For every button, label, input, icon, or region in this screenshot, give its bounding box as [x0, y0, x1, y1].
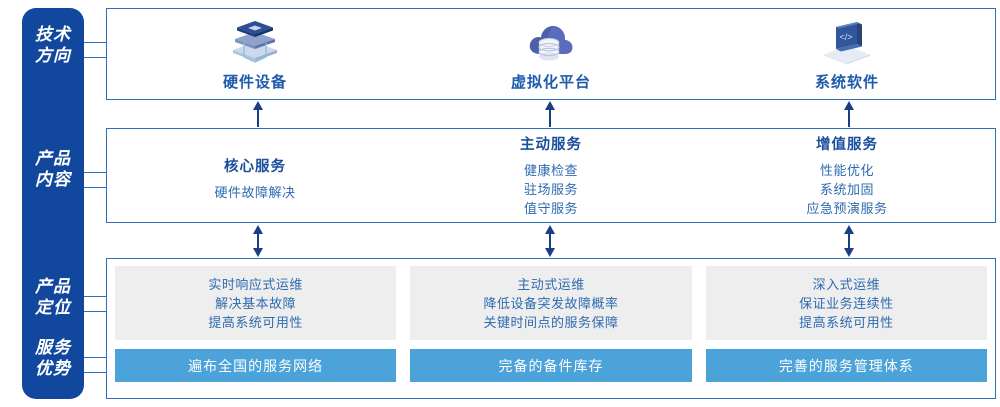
- arrow-up-down-icon: [842, 225, 856, 257]
- positioning-line: 主动式运维: [517, 276, 585, 292]
- product-content-panel: 核心服务 硬件故障解决 主动服务 健康检查 驻场服务 值守服务 增值服务 性能优…: [106, 128, 996, 223]
- positioning-card[interactable]: 实时响应式运维 解决基本故障 提高系统可用性: [115, 266, 397, 340]
- cloud-database-icon: [520, 16, 582, 68]
- content-column-proactive-service[interactable]: 主动服务 健康检查 驻场服务 值守服务: [403, 129, 699, 222]
- connector-line: [84, 187, 107, 188]
- positioning-line: 关键时间点的服务保障: [483, 314, 619, 330]
- category-rail: [22, 8, 84, 399]
- content-item: 硬件故障解决: [214, 185, 296, 200]
- connector-line: [84, 42, 107, 43]
- laptop-code-icon: </>: [816, 16, 878, 68]
- content-title: 主动服务: [520, 137, 582, 153]
- technology-direction-panel: 硬件设备 虚拟: [106, 8, 996, 100]
- positioning-line: 深入式运维: [812, 276, 881, 292]
- content-item: 性能优化: [819, 163, 874, 178]
- advantage-bar[interactable]: 完善的服务管理体系: [705, 349, 987, 382]
- technology-column-virtualization[interactable]: 虚拟化平台: [403, 16, 699, 92]
- content-item: 驻场服务: [523, 182, 578, 197]
- technology-label: 系统软件: [814, 74, 879, 91]
- positioning-card[interactable]: 主动式运维 降低设备突发故障概率 关键时间点的服务保障: [410, 266, 692, 340]
- positioning-card-row: 实时响应式运维 解决基本故障 提高系统可用性 主动式运维 降低设备突发故障概率 …: [115, 266, 987, 340]
- advantage-bar-row: 遍布全国的服务网络 完备的备件库存 完善的服务管理体系: [115, 349, 987, 382]
- arrow-up-down-icon: [251, 225, 265, 257]
- connector-line: [84, 311, 107, 312]
- connector-line: [84, 296, 107, 297]
- connector-line: [84, 57, 107, 58]
- positioning-line: 提高系统可用性: [799, 314, 894, 330]
- positioning-line: 解决基本故障: [215, 295, 297, 311]
- rail-label-product-content: 产品 内容: [35, 149, 71, 189]
- content-item: 应急预演服务: [806, 201, 888, 216]
- product-positioning-panel: 实时响应式运维 解决基本故障 提高系统可用性 主动式运维 降低设备突发故障概率 …: [106, 258, 996, 399]
- positioning-line: 降低设备突发故障概率: [483, 295, 619, 311]
- content-column-value-added-service[interactable]: 增值服务 性能优化 系统加固 应急预演服务: [699, 129, 995, 222]
- arrow-up-icon: [842, 101, 856, 127]
- content-item: 值守服务: [523, 201, 578, 216]
- content-title: 核心服务: [224, 159, 286, 175]
- positioning-line: 实时响应式运维: [208, 276, 303, 292]
- technology-column-hardware[interactable]: 硬件设备: [107, 16, 403, 92]
- positioning-card[interactable]: 深入式运维 保证业务连续性 提高系统可用性: [705, 266, 987, 340]
- advantage-bar[interactable]: 完备的备件库存: [410, 349, 692, 382]
- content-title: 增值服务: [816, 137, 878, 153]
- technology-label: 硬件设备: [222, 74, 287, 91]
- advantage-bar[interactable]: 遍布全国的服务网络: [115, 349, 397, 382]
- svg-text:</>: </>: [839, 32, 852, 42]
- arrow-up-icon: [543, 101, 557, 127]
- content-column-core-service[interactable]: 核心服务 硬件故障解决: [107, 129, 403, 222]
- technology-label: 虚拟化平台: [510, 74, 591, 91]
- content-item: 健康检查: [523, 163, 578, 178]
- positioning-line: 提高系统可用性: [208, 314, 303, 330]
- rail-label-service-advantage: 服务 优势: [35, 338, 71, 378]
- connector-line: [84, 357, 107, 358]
- arrow-up-icon: [251, 101, 265, 127]
- rail-label-product-position: 产品 定位: [35, 277, 71, 317]
- content-item: 系统加固: [819, 182, 874, 197]
- connector-line: [84, 372, 107, 373]
- server-stack-icon: [224, 16, 286, 68]
- rail-label-tech-direction: 技术 方向: [35, 25, 71, 65]
- connector-line: [84, 172, 107, 173]
- positioning-line: 保证业务连续性: [799, 295, 894, 311]
- technology-column-system-software[interactable]: </> 系统软件: [699, 16, 995, 92]
- arrow-up-down-icon: [543, 225, 557, 257]
